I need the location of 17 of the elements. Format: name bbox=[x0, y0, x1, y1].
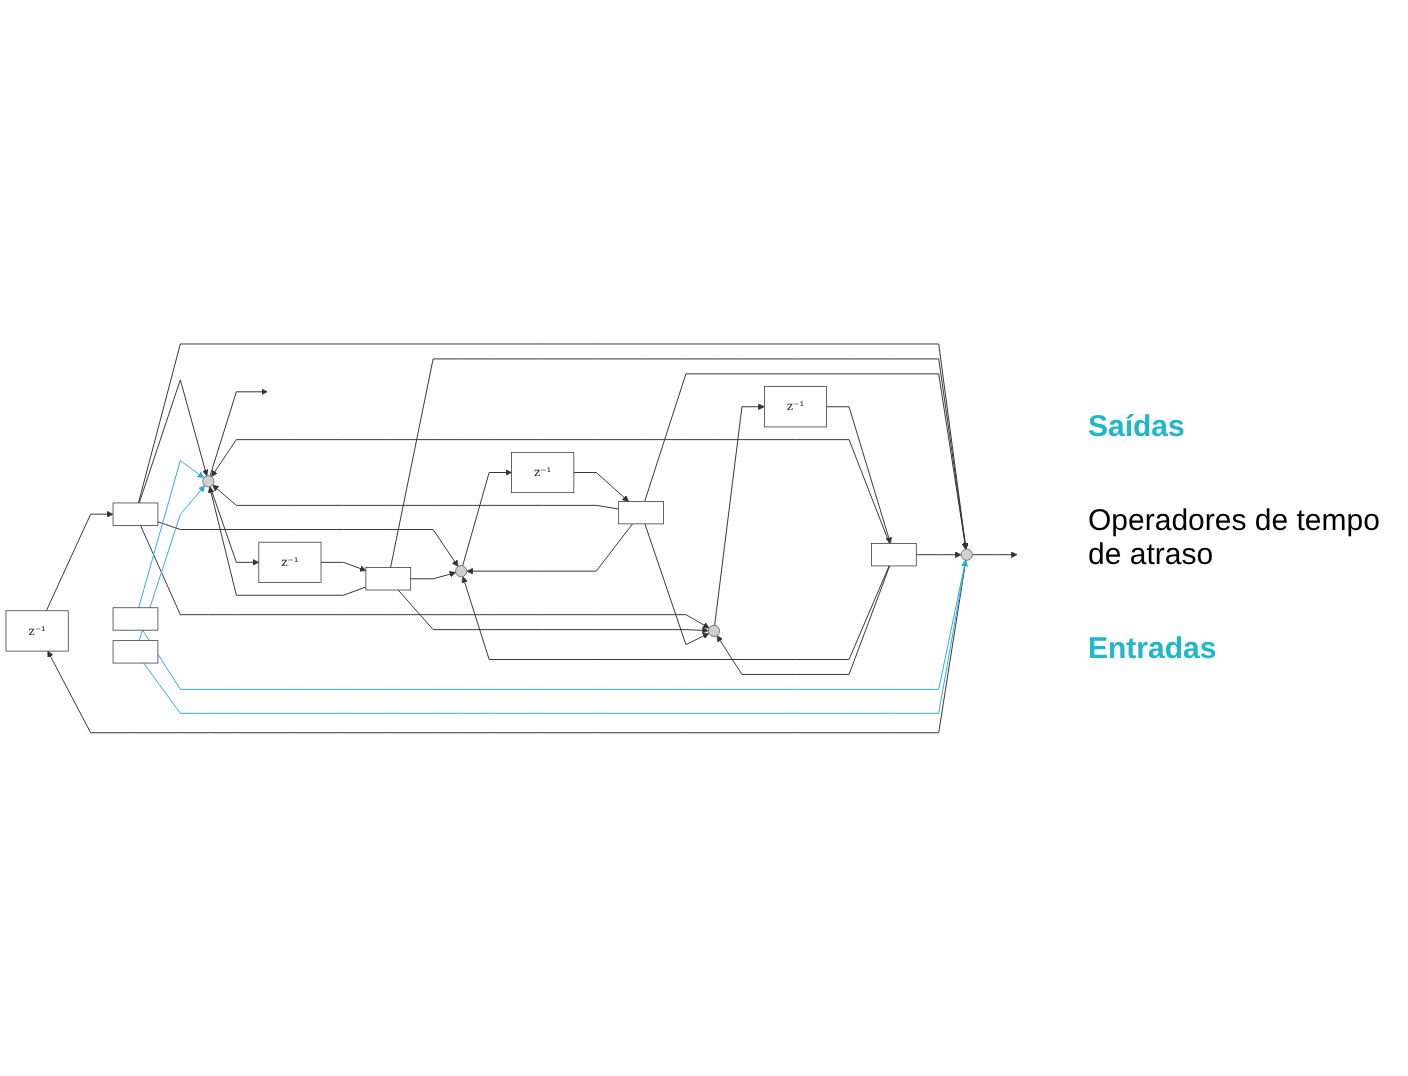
node-box bbox=[511, 451, 575, 493]
node-box bbox=[365, 566, 412, 590]
node-box bbox=[112, 639, 159, 664]
annotation-label: Saídas bbox=[1088, 410, 1187, 444]
node-circle bbox=[960, 548, 973, 561]
node-circle bbox=[707, 624, 720, 637]
node-box bbox=[112, 502, 159, 526]
node-box bbox=[618, 500, 664, 524]
annotation-label: Entradas bbox=[1088, 632, 1219, 666]
node-circle bbox=[455, 564, 468, 577]
annotation-label: Operadores de tempo de atraso bbox=[1088, 504, 1382, 572]
node-box bbox=[764, 385, 827, 427]
node-circle bbox=[202, 474, 215, 487]
node-box bbox=[112, 607, 159, 631]
node-box bbox=[5, 610, 69, 652]
node-box bbox=[258, 541, 322, 583]
node-box bbox=[871, 542, 917, 566]
